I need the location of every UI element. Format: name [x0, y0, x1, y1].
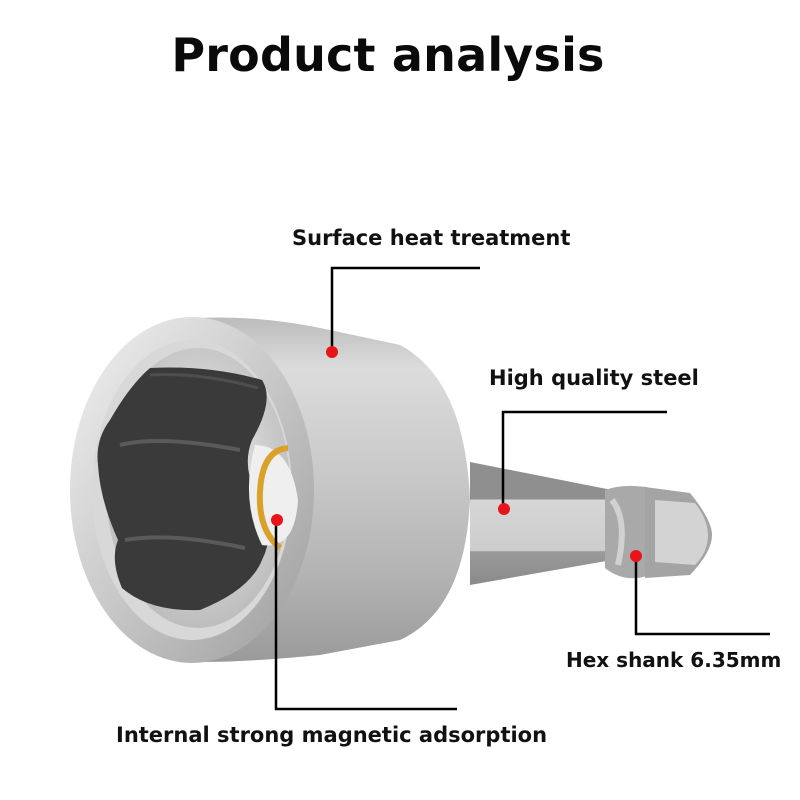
- marker-dot-magnet: [271, 514, 283, 526]
- marker-dots: [271, 346, 642, 562]
- callout-magnetic-adsorption: Internal strong magnetic adsorption: [116, 723, 548, 747]
- leader-lines: [274, 266, 770, 711]
- callout-surface-heat-treatment: Surface heat treatment: [292, 226, 571, 250]
- leader-line-steel: [501, 410, 667, 508]
- leader-line-magnet: [274, 520, 457, 711]
- callout-high-quality-steel: High quality steel: [489, 366, 699, 390]
- page-title: Product analysis: [171, 28, 605, 82]
- socket-body: [70, 317, 470, 663]
- marker-dot-steel: [498, 503, 510, 515]
- hex-shank: [470, 462, 712, 585]
- leader-line-hex: [634, 556, 770, 636]
- magnet-ring-icon: [256, 445, 289, 551]
- marker-dot-surface: [326, 346, 338, 358]
- marker-dot-hex: [630, 550, 642, 562]
- callout-hex-shank: Hex shank 6.35mm: [566, 648, 782, 672]
- leader-line-surface: [330, 266, 480, 352]
- hex-socket-icon: [97, 367, 269, 611]
